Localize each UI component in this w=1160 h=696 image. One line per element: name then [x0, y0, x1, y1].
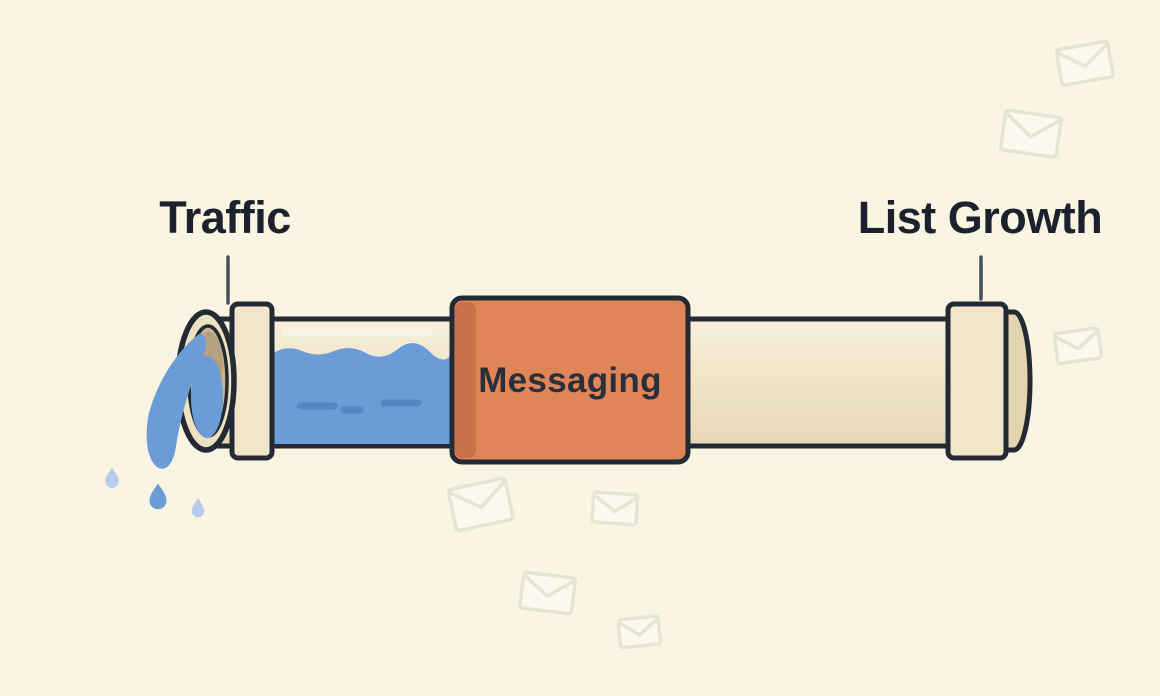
messaging-box-shade	[455, 302, 476, 458]
water-droplet	[105, 467, 119, 488]
list-growth-label: List Growth	[857, 192, 1103, 243]
pipe-left-opening	[175, 309, 237, 453]
pipe-left-collar	[229, 301, 275, 461]
water-droplets	[105, 467, 205, 518]
pipe-end-cap	[1003, 309, 1033, 453]
background-envelope-icons	[446, 39, 1115, 650]
envelope-icon	[446, 476, 515, 533]
envelope-icon	[999, 108, 1063, 159]
messaging-box	[449, 295, 691, 465]
traffic-label: Traffic	[159, 192, 291, 243]
water-droplet	[149, 483, 167, 510]
envelope-icon	[616, 614, 663, 650]
water-surface	[270, 343, 454, 444]
messaging-label: Messaging	[478, 361, 662, 400]
envelope-icon	[590, 490, 640, 527]
envelope-icon	[1054, 39, 1115, 87]
pipe-right-collar	[945, 301, 1009, 461]
glass-highlight	[282, 328, 432, 336]
envelope-icon	[518, 570, 578, 616]
envelope-icon	[1052, 326, 1104, 366]
pipe-water	[270, 328, 454, 444]
water-droplet	[191, 498, 205, 518]
water-stream	[146, 333, 207, 469]
water-current-dashes	[296, 399, 422, 414]
pipe	[175, 301, 1033, 461]
